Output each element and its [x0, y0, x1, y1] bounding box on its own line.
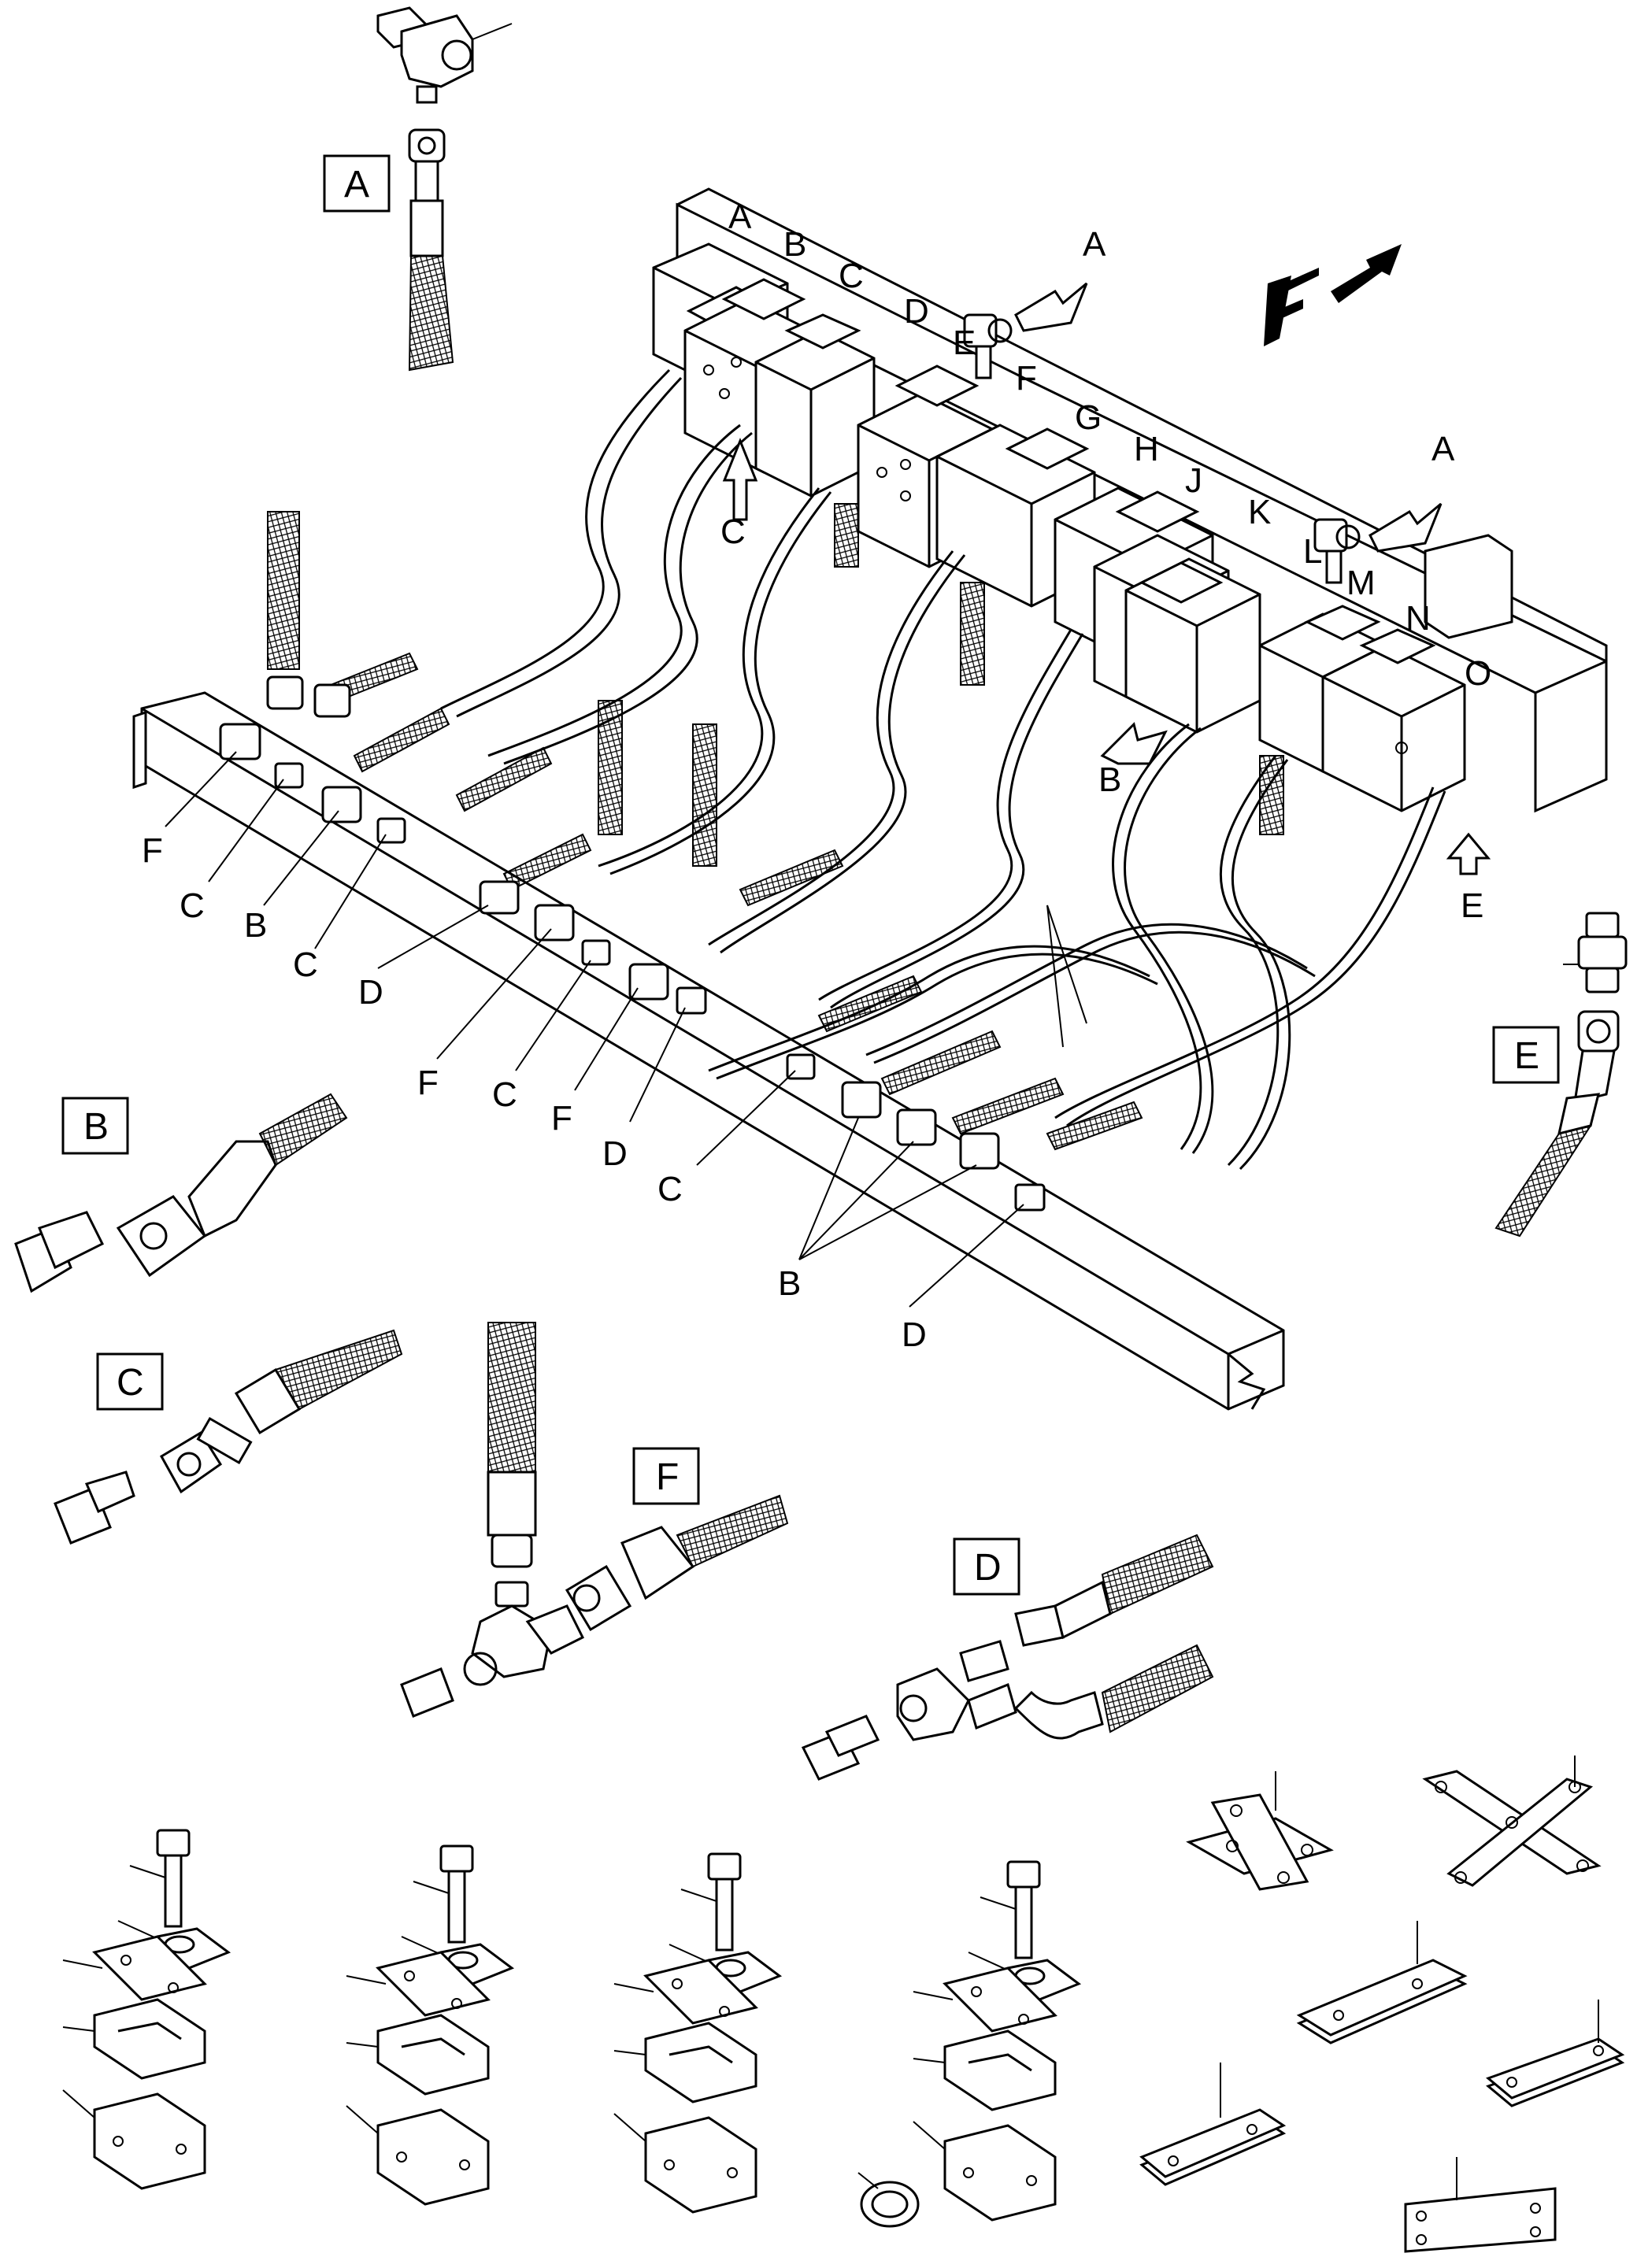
clamp-set-2	[346, 1844, 515, 2206]
block-label: A	[728, 198, 752, 236]
block-letter-labels: A B C D E F G H J K L M N O	[728, 198, 1491, 693]
plate-stack-3	[1139, 2063, 1287, 2186]
elbow-fitting-right	[1313, 518, 1361, 584]
arrow-label: B	[1098, 760, 1121, 799]
callout-label: C	[492, 1075, 517, 1114]
detail-box-c	[96, 1352, 164, 1411]
arrow-c	[722, 437, 758, 521]
detail-box-label: A	[344, 164, 369, 205]
detail-e: E	[1492, 912, 1628, 1238]
detail-a: A	[323, 6, 513, 372]
detail-box-label: F	[656, 1456, 679, 1498]
detail-d: D	[801, 1534, 1214, 1781]
arrow-a-1	[1014, 282, 1088, 332]
arrow-a-2	[1368, 502, 1443, 553]
hose-bundle	[440, 368, 1446, 1171]
detail-b: B	[14, 1093, 348, 1293]
callout-label: F	[142, 831, 163, 870]
block-label: D	[904, 292, 929, 331]
arrow-b	[1100, 722, 1168, 765]
arrow-label: E	[1461, 886, 1483, 925]
detail-box-e	[1492, 1026, 1560, 1084]
detail-c: C	[54, 1329, 403, 1545]
arrow-labels: A A B C E	[720, 225, 1483, 925]
front-direction-symbol	[1264, 244, 1402, 346]
grommet	[857, 2172, 920, 2228]
callout-label: F	[417, 1064, 439, 1102]
arrow-label: A	[1083, 225, 1106, 264]
plate-flat	[1404, 2157, 1557, 2253]
detail-box-label: D	[974, 1547, 1002, 1589]
arrow-e	[1446, 832, 1491, 875]
block-label: G	[1075, 398, 1102, 437]
block-label: C	[839, 257, 864, 295]
detail-box-d	[953, 1537, 1020, 1596]
plate-stack-2	[1486, 2000, 1625, 2107]
callout-label: B	[244, 906, 267, 945]
callout-label: B	[778, 1264, 801, 1303]
detail-box-a	[323, 154, 391, 213]
block-label: L	[1303, 532, 1322, 571]
valve-block-8	[1124, 557, 1261, 734]
clamp-set-3	[613, 1852, 783, 2214]
valve-block-3	[754, 313, 876, 498]
block-label: N	[1406, 599, 1431, 638]
main-assembly: A B C D E F G H J K L M N O A A B C E F …	[132, 187, 1608, 1411]
detail-f: F	[400, 1322, 789, 1718]
clamp-set-4	[913, 1860, 1082, 2222]
callout-labels: F C B C D F C F D C B D	[142, 831, 927, 1354]
callout-label: F	[551, 1099, 572, 1138]
beam-fittings	[219, 675, 1046, 1212]
block-label: K	[1248, 493, 1271, 531]
block-label: M	[1346, 564, 1376, 602]
support-beam	[132, 691, 1285, 1411]
clamp-set-1	[62, 1829, 231, 2190]
clamp-assemblies	[62, 1829, 1082, 2228]
detail-box-label: E	[1514, 1035, 1539, 1077]
callout-label: C	[180, 886, 205, 925]
detail-box-label: C	[117, 1362, 144, 1404]
callout-label: C	[293, 945, 318, 984]
valve-block-10	[1321, 628, 1466, 812]
block-label: F	[1016, 359, 1037, 398]
block-label: O	[1465, 654, 1491, 693]
detail-box-b	[61, 1097, 129, 1155]
callout-label: D	[902, 1315, 927, 1354]
mounting-plates	[1139, 1756, 1625, 2253]
block-label: B	[783, 225, 806, 264]
arrow-label: C	[720, 512, 746, 551]
detail-box-label: B	[83, 1106, 109, 1148]
arrow-label: A	[1431, 430, 1455, 468]
end-cylinder	[1424, 534, 1513, 639]
callout-label: D	[602, 1134, 628, 1173]
detail-box-f	[632, 1447, 700, 1505]
callout-label: D	[358, 973, 383, 1012]
braided-hoses	[267, 503, 1284, 1151]
block-label: H	[1134, 430, 1159, 468]
callout-leaders	[165, 751, 1087, 1308]
callout-label: C	[657, 1170, 683, 1208]
direction-arrows	[722, 282, 1491, 875]
plate-cross-1	[1186, 1771, 1334, 1891]
plate-cross-2	[1422, 1756, 1602, 1887]
block-label: J	[1185, 461, 1202, 500]
elbow-fitting-left	[963, 313, 1013, 379]
block-label: E	[953, 324, 976, 362]
plate-stack-1	[1296, 1921, 1468, 2044]
